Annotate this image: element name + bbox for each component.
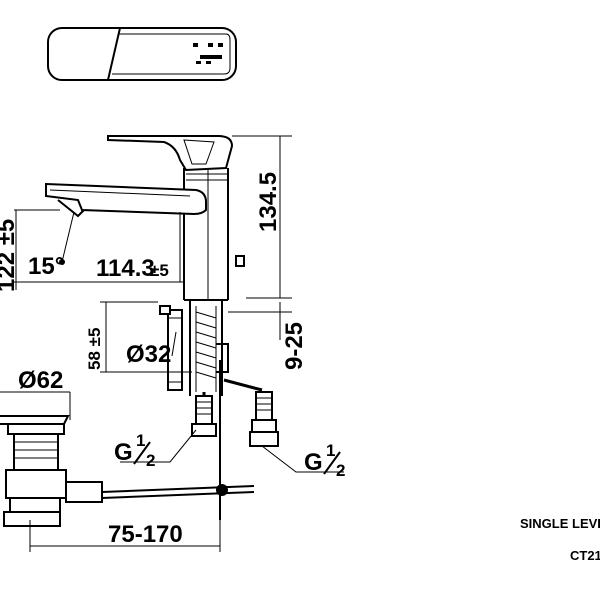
thread-left-den: 2 <box>146 451 155 470</box>
dim-114-3-tolerance: ±5 <box>150 261 169 280</box>
dim-122: 122 ±5 <box>0 219 20 292</box>
product-code: CT21 <box>570 548 600 563</box>
thread-left-g: G <box>114 439 133 466</box>
dim-15-deg: 15° <box>28 253 64 280</box>
dim-58: 58 ±5 <box>85 328 104 370</box>
top-view <box>47 27 237 81</box>
dim-diameter-62: Ø62 <box>18 367 63 394</box>
dim-134-5: 134.5 <box>255 172 282 232</box>
thread-left-num: 1 <box>136 431 145 450</box>
thread-label-left: G 1 2 <box>114 431 155 470</box>
thread-right-num: 1 <box>326 441 335 460</box>
thread-right-den: 2 <box>336 461 345 480</box>
dim-75-170: 75-170 <box>108 521 183 548</box>
thread-label-right: G 1 2 <box>304 441 345 480</box>
dim-9-25: 9-25 <box>281 322 308 370</box>
mixer-body <box>45 135 245 301</box>
product-title: SINGLE LEVER M <box>520 516 600 531</box>
pop-up-waste <box>0 415 255 527</box>
dim-diameter-32: Ø32 <box>126 341 171 368</box>
tailpiece <box>159 300 279 520</box>
thread-right-g: G <box>304 449 323 476</box>
dim-114-3: 114.3 <box>96 255 155 282</box>
